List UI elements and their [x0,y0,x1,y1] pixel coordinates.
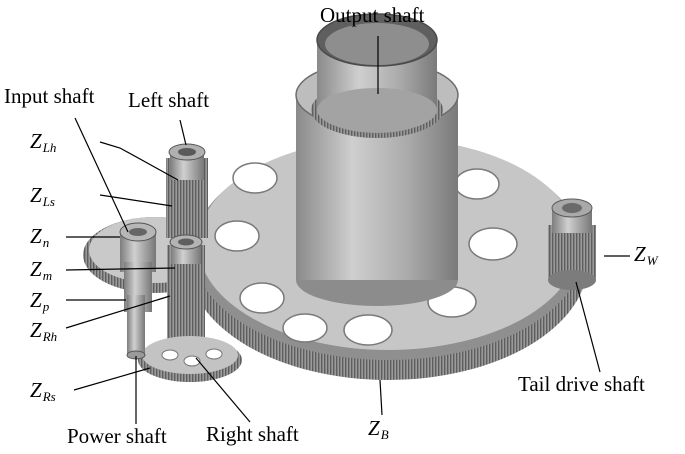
power-shaft-body [126,295,146,360]
tail-drive-gear-zw [548,198,596,290]
right-shaft-gears [167,234,205,340]
symbol-z-m: Zm [30,257,53,283]
label-power-shaft: Power shaft [67,424,167,448]
label-tail-drive-shaft: Tail drive shaft [518,372,645,396]
symbol-z-lh: ZLh [30,129,57,155]
right-shaft-gear-zrs [138,336,242,382]
symbol-z-b: ZB [368,416,389,442]
symbol-z-rh: ZRh [30,318,58,344]
label-output-shaft: Output shaft [320,3,425,27]
symbol-z-w: ZW [634,242,658,268]
label-left-shaft: Left shaft [128,88,210,112]
symbol-z-rs: ZRs [30,378,56,404]
label-right-shaft: Right shaft [206,422,299,446]
symbol-z-n: Zn [30,224,50,250]
left-shaft-gears [166,143,208,238]
label-input-shaft: Input shaft [4,84,95,108]
input-shaft-gear [119,222,157,312]
leader-lines [65,36,630,424]
symbol-z-ls: ZLs [30,183,55,209]
output-shaft-body [295,13,459,306]
symbol-z-p: Zp [30,288,50,314]
